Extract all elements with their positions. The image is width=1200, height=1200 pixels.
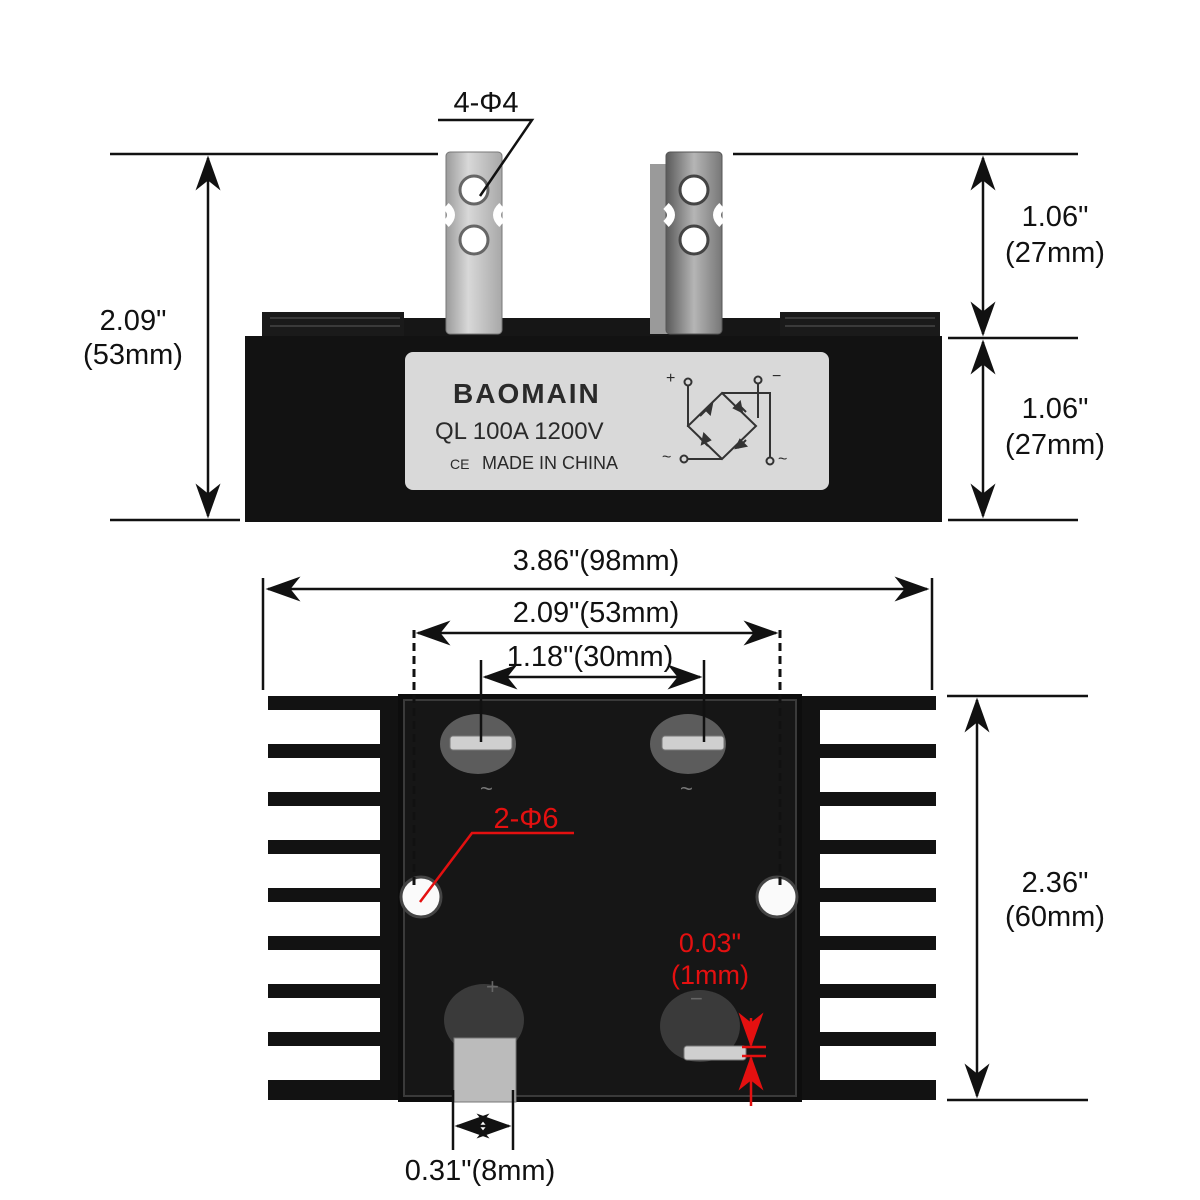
mark-minus: − bbox=[690, 986, 703, 1011]
terminal-right bbox=[650, 151, 725, 335]
top-view bbox=[110, 118, 1078, 522]
label-plate bbox=[405, 352, 829, 490]
depth-mm: (60mm) bbox=[1005, 901, 1105, 933]
depth-inch: 2.36" bbox=[1021, 867, 1089, 899]
schematic-ac-right: ~ bbox=[778, 451, 788, 468]
ce-mark: CE bbox=[450, 456, 470, 472]
terminal-thickness-mm: (1mm) bbox=[671, 960, 749, 990]
mount-hole-spacing-label: 2.09"(53mm) bbox=[512, 597, 680, 629]
mark-ac1: ~ bbox=[480, 776, 493, 801]
mark-plus: + bbox=[486, 974, 499, 999]
terminal-left bbox=[443, 151, 505, 335]
overall-width-label: 3.86"(98mm) bbox=[512, 545, 680, 577]
model-label: QL 100A 1200V bbox=[435, 418, 604, 445]
mount-hole-right bbox=[755, 875, 799, 919]
body-height-inch: 1.06" bbox=[1021, 393, 1089, 425]
bridge-schematic bbox=[679, 375, 775, 466]
schematic-ac-left: ~ bbox=[662, 449, 672, 466]
mount-hole-callout-2phi6: 2-Φ6 bbox=[493, 803, 559, 835]
body-height-mm: (27mm) bbox=[1005, 429, 1105, 461]
bottom-view bbox=[261, 576, 1088, 1150]
heatsink-fins-right bbox=[790, 696, 936, 1100]
height-total-inch: 2.09" bbox=[99, 305, 167, 337]
terminal-height-mm: (27mm) bbox=[1005, 237, 1105, 269]
terminal-spacing-label: 1.18"(30mm) bbox=[506, 641, 674, 673]
terminal-thickness-inch: 0.03" bbox=[678, 928, 742, 958]
schematic-plus: + bbox=[666, 370, 676, 387]
terminal-height-inch: 1.06" bbox=[1021, 201, 1089, 233]
brand-label: BAOMAIN bbox=[453, 378, 601, 409]
mark-ac2: ~ bbox=[680, 776, 693, 801]
origin-label: MADE IN CHINA bbox=[482, 453, 619, 473]
heatsink-fins-left bbox=[268, 696, 410, 1100]
height-total-mm: (53mm) bbox=[83, 339, 183, 371]
terminal-width-label: 0.31"(8mm) bbox=[404, 1155, 556, 1187]
hole-callout-4phi4: 4-Φ4 bbox=[453, 87, 519, 119]
schematic-minus: − bbox=[772, 368, 782, 385]
